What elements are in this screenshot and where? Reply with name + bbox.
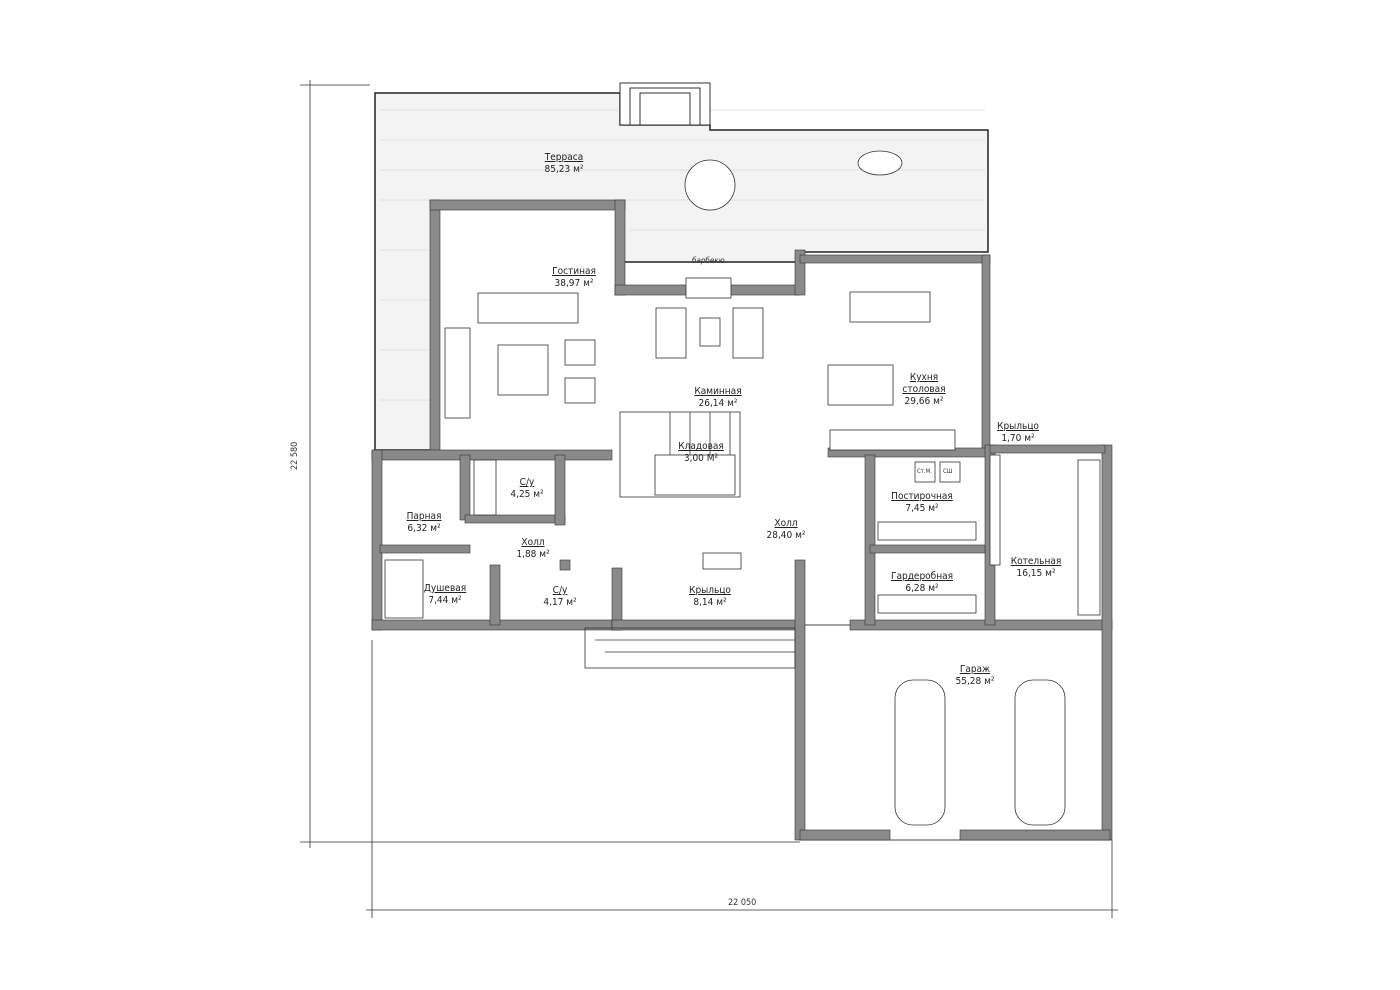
terrace <box>374 82 989 451</box>
dimension-height: 22 580 <box>290 441 300 470</box>
dimension-lines <box>300 80 1118 918</box>
washer-label: Ст.М. <box>917 468 932 475</box>
dimension-width: 22 050 <box>728 898 757 908</box>
furniture <box>384 150 1101 826</box>
stairs <box>584 411 796 669</box>
bbq-label: барбекю <box>692 256 725 265</box>
dryer-label: СШ <box>943 468 953 475</box>
walls <box>371 199 1113 841</box>
